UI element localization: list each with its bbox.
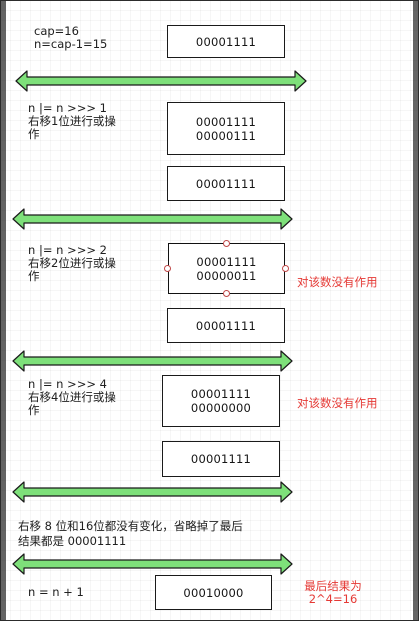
step-3-result-box[interactable]: 00001111 [162, 441, 280, 477]
step-2-box[interactable]: 00001111 00000011 [168, 243, 285, 294]
step-0-box[interactable]: 00001111 [167, 25, 285, 58]
step-4-note: 右移 8 位和16位都没有变化，省略掉了最后 结果都是 00001111 [18, 519, 243, 548]
step-2-box-line-1: 00001111 [196, 254, 257, 269]
left-edge [0, 0, 6, 621]
step-2-side-note: 对该数没有作用 [297, 275, 378, 289]
step-3-box[interactable]: 00001111 00000000 [162, 375, 280, 427]
step-1-box-line-1: 00001111 [195, 114, 257, 129]
step-2-result-line: 00001111 [195, 318, 257, 333]
selection-handle-left[interactable] [164, 265, 171, 272]
step-1-note: n |= n >>> 1 右移1位进行或操 作 [28, 101, 116, 141]
right-edge [413, 0, 419, 621]
step-0-note: cap=16 n=cap-1=15 [34, 24, 108, 51]
step-1-result-line: 00001111 [195, 176, 257, 191]
double-arrow-4[interactable] [12, 481, 293, 503]
step-2-result-box[interactable]: 00001111 [167, 308, 285, 343]
step-0-box-line-1: 00001111 [195, 34, 257, 49]
step-2-note: n |= n >>> 2 右移2位进行或操 作 [28, 243, 116, 283]
step-3-box-line-2: 00000000 [190, 401, 252, 415]
double-arrow-3[interactable] [12, 350, 293, 372]
selection-handle-right[interactable] [282, 265, 289, 272]
double-arrow-1[interactable] [15, 70, 307, 92]
step-5-side-note: 最后结果为 2^4=16 [304, 579, 362, 606]
step-5-box-line-1: 00010000 [183, 585, 244, 600]
step-5-box[interactable]: 00010000 [155, 575, 272, 610]
step-5-note: n = n + 1 [28, 585, 84, 599]
step-3-side-note: 对该数没有作用 [297, 396, 378, 410]
selection-handle-top[interactable] [223, 240, 230, 247]
selection-handle-bottom[interactable] [223, 290, 230, 297]
step-1-box-line-2: 00000111 [195, 128, 257, 143]
double-arrow-5[interactable] [12, 553, 293, 575]
step-3-note: n |= n >>> 4 右移4位进行或操 作 [28, 377, 116, 417]
step-3-box-line-1: 00001111 [190, 387, 252, 401]
double-arrow-2[interactable] [12, 208, 293, 230]
step-1-result-box[interactable]: 00001111 [167, 166, 285, 201]
step-2-box-line-2: 00000011 [196, 268, 257, 283]
step-3-result-line: 00001111 [190, 452, 252, 466]
step-1-box[interactable]: 00001111 00000111 [167, 102, 285, 155]
